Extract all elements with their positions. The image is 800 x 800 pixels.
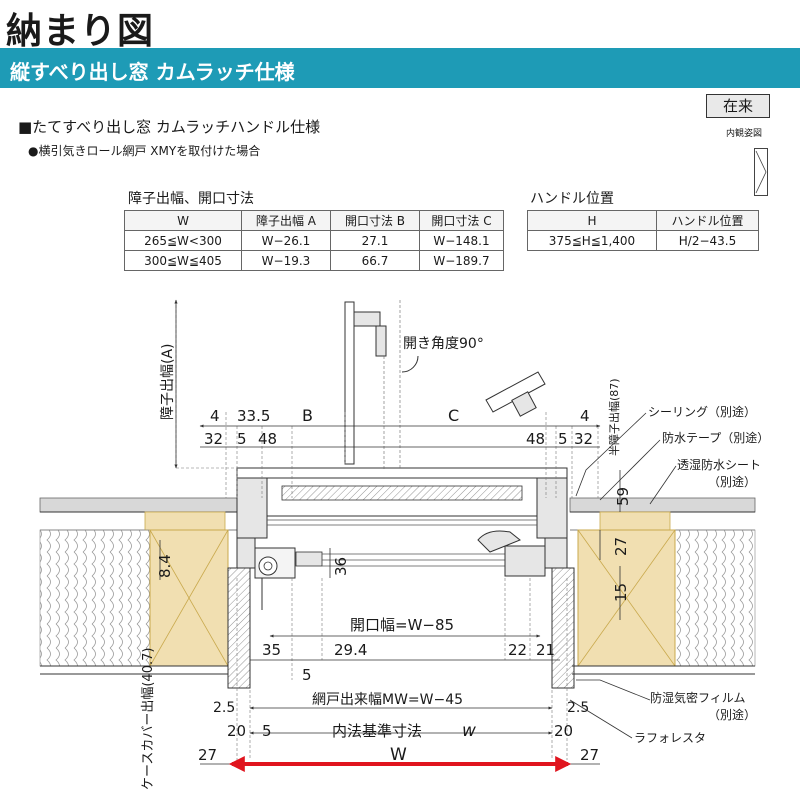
table1-caption: 障子出幅、開口寸法	[128, 191, 254, 207]
spec-note: ●横引気きロール網戸 XMYを取付けた場合	[28, 144, 261, 158]
casing-board-right	[551, 567, 575, 689]
dim-left-5: 5	[237, 430, 247, 448]
table-header: ハンドル位置	[656, 210, 759, 231]
case-cover-protrusion-label: ケースカバー出幅(40.7)	[141, 648, 156, 790]
table-cell: W−19.3	[241, 250, 331, 271]
frame-jamb-right	[536, 477, 568, 539]
dim-right-20: 20	[554, 722, 573, 740]
title-banner: 縦すべり出し窓 カムラッチ仕様	[0, 48, 800, 88]
callout-laforesta: ラフォレスタ	[634, 731, 706, 745]
latch-housing	[504, 545, 546, 577]
page-title: 納まり図	[6, 11, 155, 52]
frame-head	[236, 467, 568, 479]
open-sash-left	[344, 301, 355, 465]
table-cell: 375≦H≦1,400	[527, 230, 657, 251]
dim-right-2-5: 2.5	[567, 700, 589, 716]
callout-breathable-sheet: 透湿防水シート	[677, 457, 761, 472]
dim-B: B	[302, 406, 313, 425]
callout-sealing: シーリング（別途）	[648, 404, 756, 419]
dim-22: 22	[508, 641, 527, 659]
table-cell: H/2−43.5	[656, 230, 759, 251]
callout-waterproof-tape: 防水テープ（別途）	[662, 430, 769, 445]
table-header-row: H ハンドル位置	[527, 210, 759, 231]
zairai-badge: 在来	[706, 94, 770, 118]
banner-text: 縦すべり出し窓 カムラッチ仕様	[10, 60, 295, 84]
table-row: 265≦W<300 W−26.1 27.1 W−148.1	[124, 230, 504, 251]
callout-breathable-sheet-note: （別途）	[708, 474, 756, 489]
dim-left-20: 20	[227, 722, 246, 740]
spec-subtitle: ■たてすべり出し窓 カムラッチハンドル仕様	[18, 118, 321, 136]
table-cell: W−148.1	[419, 230, 504, 251]
table-row: 375≦H≦1,400 H/2−43.5	[527, 230, 759, 251]
dim-29-4: 29.4	[334, 641, 367, 659]
cam-latch-handle	[477, 530, 521, 553]
table-cell: W−189.7	[419, 250, 504, 271]
dim-27: 27	[612, 537, 630, 556]
dim-15: 15	[612, 583, 630, 602]
table-cell: 27.1	[330, 230, 420, 251]
dim-right-27: 27	[580, 746, 599, 764]
outer-wall-right	[569, 497, 756, 513]
callout-vapor-film: 防湿気密フィルム	[650, 690, 746, 705]
inner-reference-dim: 内法基準寸法	[332, 722, 422, 740]
table-cell: 66.7	[330, 250, 420, 271]
table2-caption: ハンドル位置	[530, 191, 614, 207]
frame-jamb-left	[236, 477, 268, 539]
insulation-right	[674, 529, 756, 667]
dim-left-2-5: 2.5	[213, 700, 235, 716]
dim-W: W	[390, 745, 407, 765]
glass-unit	[281, 485, 523, 501]
open-sash-right	[485, 371, 546, 413]
dim-35: 35	[262, 641, 281, 659]
dim-left-4: 4	[210, 407, 220, 425]
elevation-caption: 内観姿図	[726, 129, 763, 139]
open-angle-arc	[401, 355, 419, 373]
dim-right-4: 4	[580, 407, 590, 425]
screen-width-dim: 網戸出来幅MW=W−45	[312, 692, 463, 708]
casing-board-left	[227, 567, 251, 689]
dim-left-33-5: 33.5	[237, 407, 270, 425]
sash-protrusion-label: 障子出幅(A)	[160, 343, 176, 420]
opening-width-dim: 開口幅=W−85	[350, 616, 454, 634]
table-header: W	[124, 210, 242, 231]
table-header: 開口寸法 C	[419, 210, 504, 231]
table-header-row: W 障子出幅 A 開口寸法 B 開口寸法 C	[124, 210, 504, 231]
handle-position-table: H ハンドル位置 375≦H≦1,400 H/2−43.5	[527, 210, 759, 251]
dim-left-5b: 5	[262, 722, 272, 740]
dim-8-4: 8.4	[156, 554, 174, 578]
dim-36: 36	[332, 557, 350, 576]
dim-right-48: 48	[526, 430, 545, 448]
open-angle-label: 開き角度90°	[403, 336, 484, 352]
table-row: 300≦W≦405 W−19.3 66.7 W−189.7	[124, 250, 504, 271]
half-sash-protrusion-label: 半障子出幅(87)	[607, 378, 621, 456]
dim-C: C	[448, 406, 459, 425]
batten-right	[599, 511, 671, 531]
dim-59: 59	[614, 487, 632, 506]
dim-left-27: 27	[198, 746, 217, 764]
dim-right-32: 32	[574, 430, 593, 448]
dim-right-5: 5	[558, 430, 568, 448]
callout-vapor-film-note: （別途）	[708, 707, 756, 722]
dim-left-32: 32	[204, 430, 223, 448]
inner-reference-w: w	[462, 721, 476, 741]
table-cell: 300≦W≦405	[124, 250, 242, 271]
dim-left-48: 48	[258, 430, 277, 448]
sash-dimension-table: W 障子出幅 A 開口寸法 B 開口寸法 C 265≦W<300 W−26.1 …	[124, 210, 504, 271]
window-elevation-icon	[754, 148, 768, 196]
dim-21: 21	[536, 641, 555, 659]
outer-wall-left	[39, 497, 238, 513]
batten-left	[144, 511, 226, 531]
dim-5-bottom: 5	[302, 666, 312, 684]
